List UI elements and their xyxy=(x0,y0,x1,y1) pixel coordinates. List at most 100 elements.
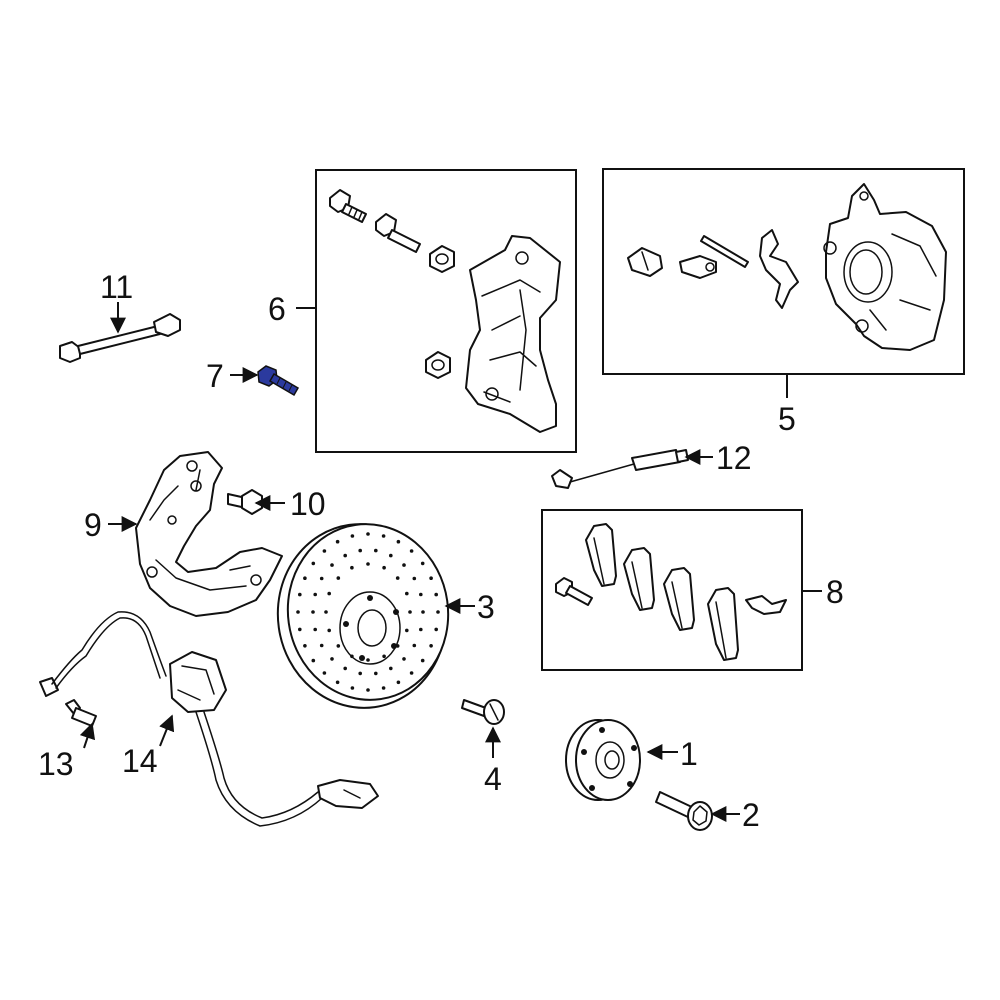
drill-hole xyxy=(319,643,324,648)
drill-hole xyxy=(350,654,354,659)
drill-hole xyxy=(366,532,370,536)
part-14-abs-sensor-harness[interactable] xyxy=(39,611,379,827)
bracket-bolt-a xyxy=(329,189,367,223)
drill-hole xyxy=(336,644,341,648)
drill-hole xyxy=(382,565,386,570)
part-5-caliper-assembly[interactable] xyxy=(602,168,965,375)
drill-hole xyxy=(409,549,414,553)
brake-pad-1 xyxy=(585,523,617,587)
drill-hole xyxy=(350,565,354,570)
pad-clip xyxy=(745,595,787,615)
drill-hole xyxy=(429,644,433,648)
drill-hole xyxy=(408,610,412,614)
drill-hole xyxy=(330,657,334,661)
part-1-wheel-hub[interactable] xyxy=(565,719,641,801)
callout-2: 2 xyxy=(742,797,760,833)
drill-hole xyxy=(434,627,439,632)
pin-rod xyxy=(700,235,749,268)
part-13-sensor[interactable] xyxy=(65,699,97,727)
part-12-wear-sensor[interactable] xyxy=(551,449,689,489)
callout-5: 5 xyxy=(778,401,796,437)
drill-hole xyxy=(319,576,324,581)
drill-hole xyxy=(298,592,302,597)
callout-1: 1 xyxy=(680,736,698,772)
callout-6: 6 xyxy=(268,291,286,327)
drill-hole xyxy=(419,592,423,597)
callout-9: 9 xyxy=(84,507,102,543)
drill-hole xyxy=(405,628,409,633)
leader-13 xyxy=(79,722,96,749)
drill-hole xyxy=(405,591,409,596)
pad-bolt xyxy=(555,577,593,606)
drill-hole xyxy=(311,658,316,663)
drill-hole xyxy=(419,627,423,632)
part-7-bolt[interactable] xyxy=(257,365,300,397)
drill-hole xyxy=(436,610,440,614)
part-2-hub-bolt[interactable] xyxy=(655,791,713,831)
callout-12: 12 xyxy=(716,440,752,476)
drill-hole xyxy=(322,549,327,553)
drill-hole xyxy=(298,627,302,632)
callout-8: 8 xyxy=(826,574,844,610)
caliper-housing xyxy=(823,183,947,351)
drill-hole xyxy=(409,671,414,675)
part-6-caliper-bracket-kit[interactable] xyxy=(315,169,577,453)
part-3-brake-rotor[interactable] xyxy=(266,513,459,719)
drill-hole xyxy=(303,644,307,648)
guide-pin xyxy=(679,255,717,279)
bleeder-cap xyxy=(627,247,663,277)
drill-hole xyxy=(322,671,327,675)
part-11-guide-pin[interactable] xyxy=(59,313,181,363)
brake-pad-2 xyxy=(623,547,655,611)
part-9-dust-shield[interactable] xyxy=(135,451,283,617)
drill-hole xyxy=(421,610,425,614)
bracket-bolt-b xyxy=(375,213,421,253)
drill-hole xyxy=(343,553,348,558)
drill-hole xyxy=(396,539,401,544)
brake-pad-3 xyxy=(663,567,695,631)
part-8-brake-pad-kit[interactable] xyxy=(541,509,803,671)
drill-hole xyxy=(311,561,316,566)
callout-14: 14 xyxy=(122,743,158,779)
drill-hole xyxy=(412,643,417,648)
drill-hole xyxy=(395,576,400,580)
drill-hole xyxy=(336,576,341,580)
part-6-group-box xyxy=(315,169,577,453)
drill-hole xyxy=(327,628,332,633)
callout-7: 7 xyxy=(206,358,224,394)
drill-hole xyxy=(350,686,355,690)
drill-hole xyxy=(396,680,401,685)
drill-hole xyxy=(366,688,370,692)
drill-hole xyxy=(358,671,363,676)
drill-hole xyxy=(402,563,406,567)
drill-hole xyxy=(358,548,363,553)
drill-hole xyxy=(313,592,318,597)
leader-lines xyxy=(79,302,822,822)
drill-hole xyxy=(343,666,348,671)
callout-3: 3 xyxy=(477,589,495,625)
drill-hole xyxy=(366,562,370,566)
drill-hole xyxy=(402,657,406,661)
part-4-rotor-screw[interactable] xyxy=(461,699,505,725)
leader-14 xyxy=(159,714,175,747)
drill-hole xyxy=(374,671,378,676)
drill-hole xyxy=(296,610,300,614)
drill-hole xyxy=(327,591,332,596)
drill-hole xyxy=(382,654,386,659)
callout-10: 10 xyxy=(290,486,326,522)
callout-labels: 1 2 3 4 5 6 7 8 9 10 11 12 13 14 xyxy=(38,269,844,833)
caliper-bracket xyxy=(465,235,561,433)
callout-11: 11 xyxy=(100,269,133,305)
drill-hole xyxy=(374,548,378,553)
drill-hole xyxy=(412,576,417,581)
callout-13: 13 xyxy=(38,746,74,782)
drill-hole xyxy=(303,576,307,580)
drill-hole xyxy=(434,592,439,597)
callout-4: 4 xyxy=(484,761,502,797)
part-5-group-box xyxy=(602,168,965,375)
drill-hole xyxy=(381,534,386,538)
drill-hole xyxy=(335,539,340,544)
drill-hole xyxy=(350,534,355,538)
drill-hole xyxy=(324,610,328,614)
drill-hole xyxy=(313,627,318,632)
